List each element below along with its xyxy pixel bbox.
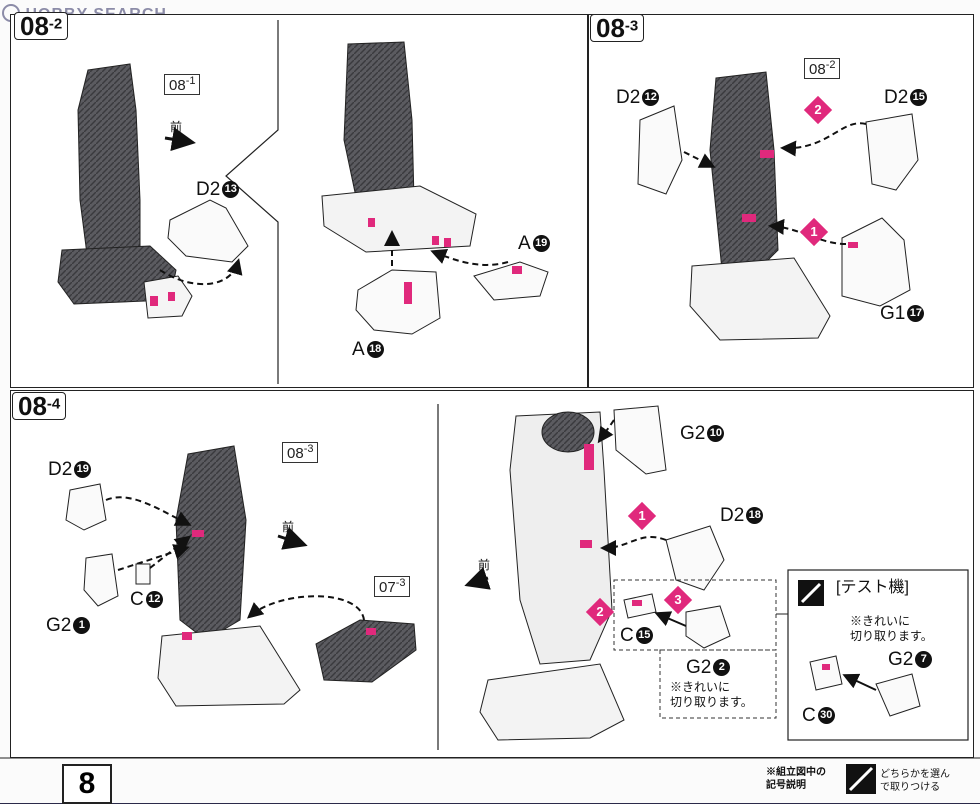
step-label-08-2: 08-2 bbox=[14, 12, 69, 40]
front-direction-label: 前 bbox=[170, 120, 183, 134]
leg-illustration-08-4 bbox=[157, 445, 301, 707]
front-direction-label: 前 bbox=[478, 558, 491, 572]
leg-illustration-08-2-right bbox=[321, 41, 477, 253]
order-marker-1: 1 bbox=[799, 217, 829, 247]
leg-illustration-08-5 bbox=[479, 411, 625, 741]
test-unit-cut-note: ※きれいに切り取ります。 bbox=[850, 614, 933, 643]
order-marker-1: 1 bbox=[627, 501, 657, 531]
leg-illustration-08-3 bbox=[689, 71, 831, 341]
cut-cleanly-note: ※きれいに切り取ります。 bbox=[670, 680, 753, 709]
legend-label: ※組立図中の記号説明 bbox=[766, 767, 826, 791]
order-marker-3: 3 bbox=[663, 585, 693, 615]
ref-tag-08-3: 08-3 bbox=[282, 442, 319, 463]
order-marker-2: 2 bbox=[585, 597, 615, 627]
order-marker-2: 2 bbox=[803, 95, 833, 125]
choose-one-legend: どちらかを選んで取りつける bbox=[880, 769, 950, 793]
test-unit-title: [テスト機] bbox=[836, 579, 909, 596]
leg-illustration-08-2-left bbox=[57, 63, 193, 319]
step-label-08-3: 08-3 bbox=[590, 14, 645, 42]
ref-tag-07-3: 07-3 bbox=[374, 576, 411, 597]
step-label-08-4: 08-4 bbox=[12, 392, 67, 420]
ref-tag-08-2: 08-2 bbox=[804, 58, 841, 79]
page-number: 8 bbox=[62, 764, 112, 804]
ref-tag-08-1: 08-1 bbox=[164, 74, 201, 95]
front-direction-label: 前 bbox=[282, 520, 295, 534]
